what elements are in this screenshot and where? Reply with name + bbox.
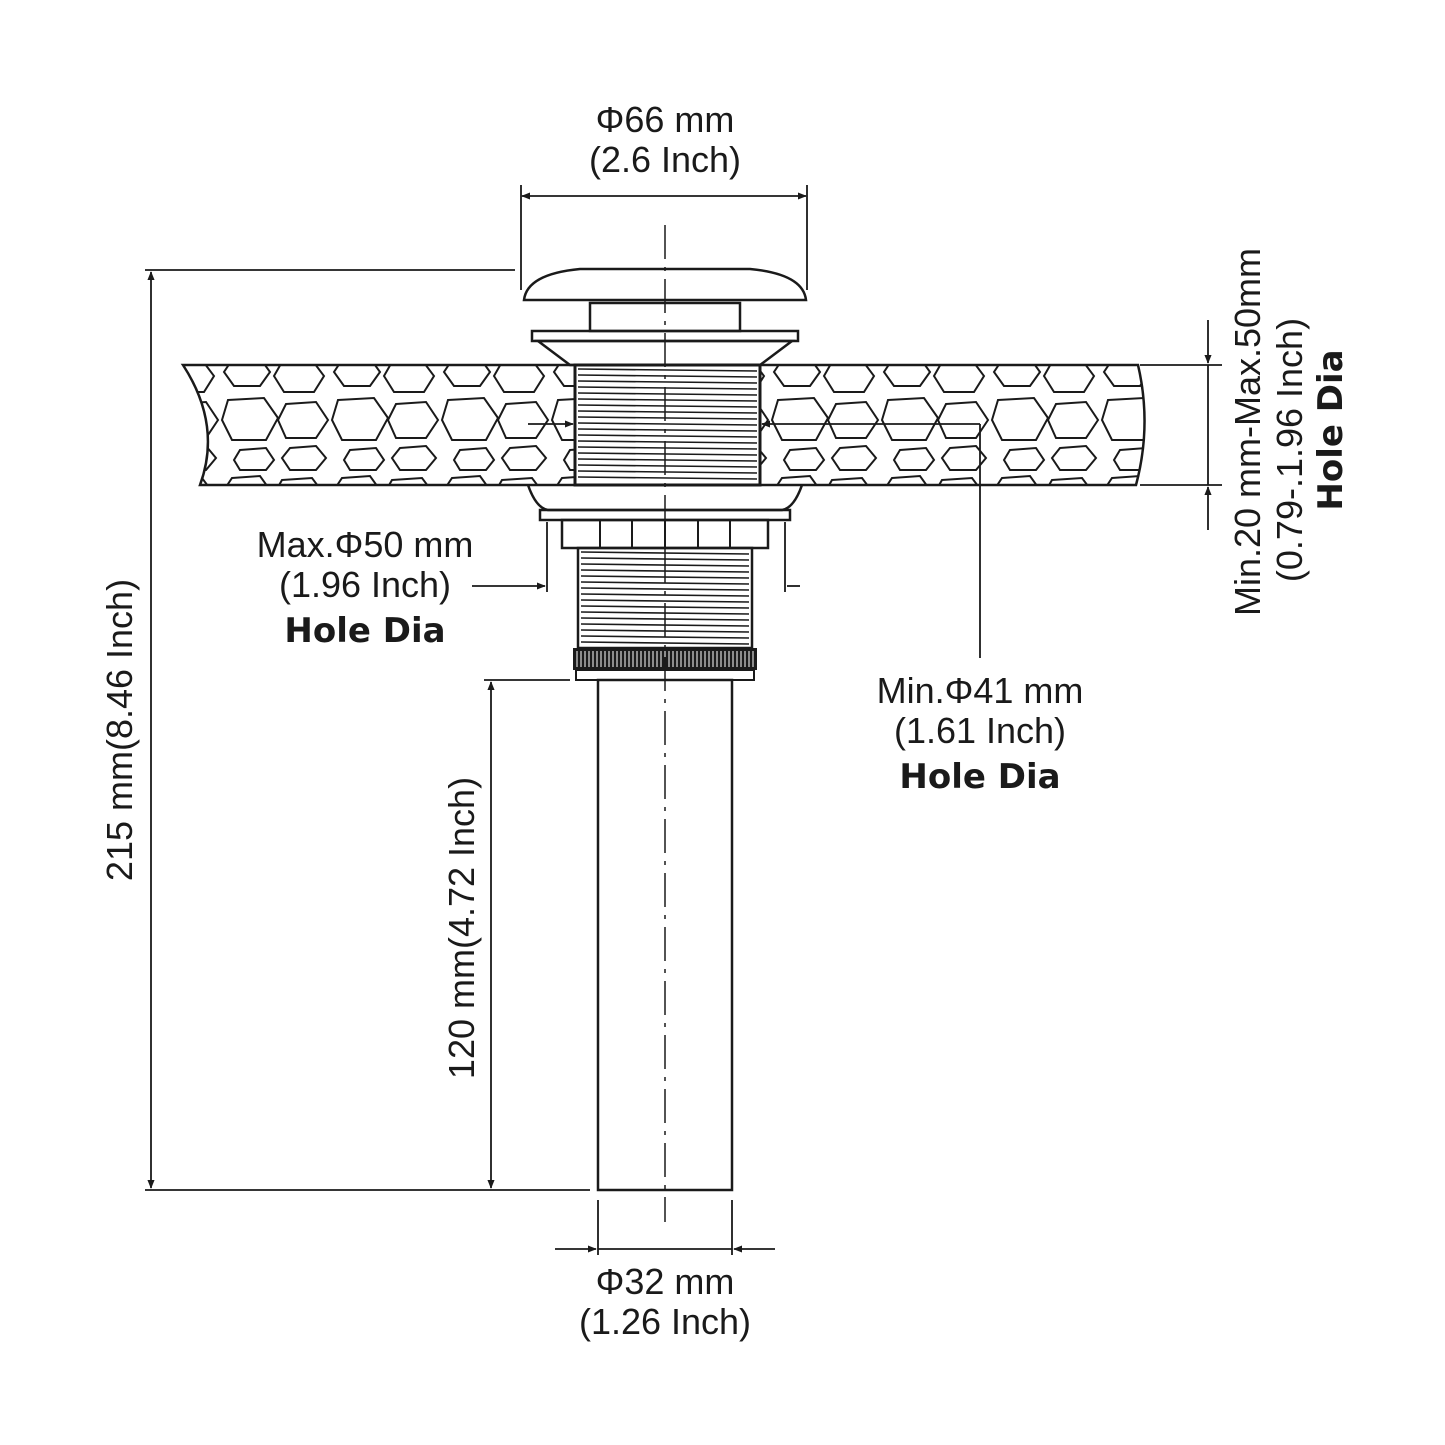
thread-line [577,470,758,474]
cap-width-dimension: Φ66 mm (2.6 Inch) [520,99,808,290]
max-hole-tag: Hole Dia [284,611,445,651]
thread-line [577,428,758,432]
thickness-mm: Min.20 mm-Max.50mm [1227,248,1268,616]
thread-line [580,599,750,603]
thread-line [577,380,758,384]
thread-line [577,446,758,450]
thread-line [577,410,758,414]
cap-diameter-mm: Φ66 mm [596,99,735,140]
tail-diameter-dimension: Φ32 mm (1.26 Inch) [555,1200,775,1342]
thread-line [577,452,758,456]
thread-line [577,476,758,480]
max-hole-dimension: Max.Φ50 mm (1.96 Inch) Hole Dia [257,522,800,651]
tail-diameter-inch: (1.26 Inch) [579,1301,751,1342]
thread-line [577,392,758,396]
thickness-dimension: Min.20 mm-Max.50mm (0.79-.1.96 Inch) Hol… [1140,248,1351,616]
thread-line [580,587,750,591]
min-hole-mm: Min.Φ41 mm [877,670,1084,711]
thread-line [577,404,758,408]
threaded-shank [573,363,762,487]
tail-length-label: 120 mm(4.72 Inch) [441,777,482,1079]
min-hole-tag: Hole Dia [899,757,1060,797]
max-hole-mm: Max.Φ50 mm [257,524,474,565]
thickness-inch: (0.79-.1.96 Inch) [1269,318,1310,582]
thread-line [577,386,758,390]
thread-line [577,422,758,426]
cap-diameter-inch: (2.6 Inch) [589,139,741,180]
thread-line [577,398,758,402]
thread-line [580,641,750,645]
thread-line [577,374,758,378]
max-hole-inch: (1.96 Inch) [279,564,451,605]
tail-diameter-mm: Φ32 mm [596,1261,735,1302]
min-hole-inch: (1.61 Inch) [894,710,1066,751]
drain-body [522,225,808,1222]
thread-line [577,464,758,468]
thread-line [577,368,758,372]
thread-line [577,440,758,444]
tail-length-dimension: 120 mm(4.72 Inch) [441,679,570,1189]
thread-line [577,416,758,420]
thickness-tag: Hole Dia [1311,349,1351,510]
total-height-label: 215 mm(8.46 Inch) [99,579,140,881]
thread-line [577,458,758,462]
countertop-slab [180,363,1146,487]
min-hole-dimension: Min.Φ41 mm (1.61 Inch) Hole Dia [528,420,1084,797]
total-height-dimension: 215 mm(8.46 Inch) [99,269,590,1191]
thread-line [577,434,758,438]
